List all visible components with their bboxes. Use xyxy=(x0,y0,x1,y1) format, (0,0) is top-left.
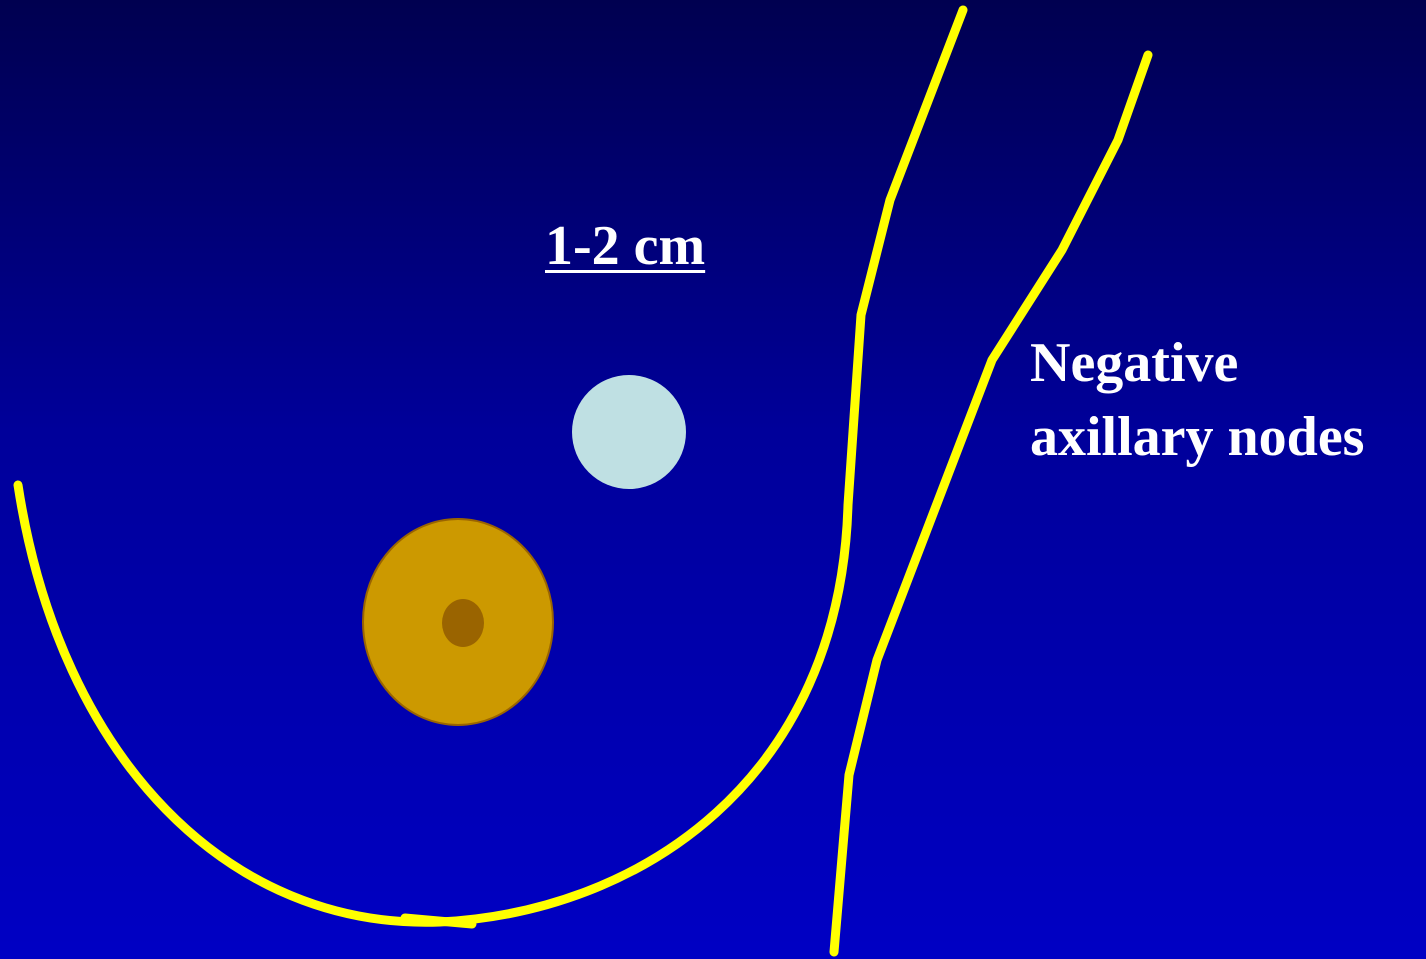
axillary-nodes-label: Negative axillary nodes xyxy=(1030,326,1364,474)
tumor-size-label: 1-2 cm xyxy=(545,215,706,277)
breast-outline-icon xyxy=(13,5,968,927)
nodes-label-line-1: Negative xyxy=(1030,332,1239,394)
nodes-label-line-2: axillary nodes xyxy=(1030,406,1365,468)
tumor-icon xyxy=(572,375,686,489)
breast-outline-overlap xyxy=(400,913,477,929)
axilla-outline-icon xyxy=(829,50,1153,957)
nipple-icon xyxy=(442,599,484,647)
